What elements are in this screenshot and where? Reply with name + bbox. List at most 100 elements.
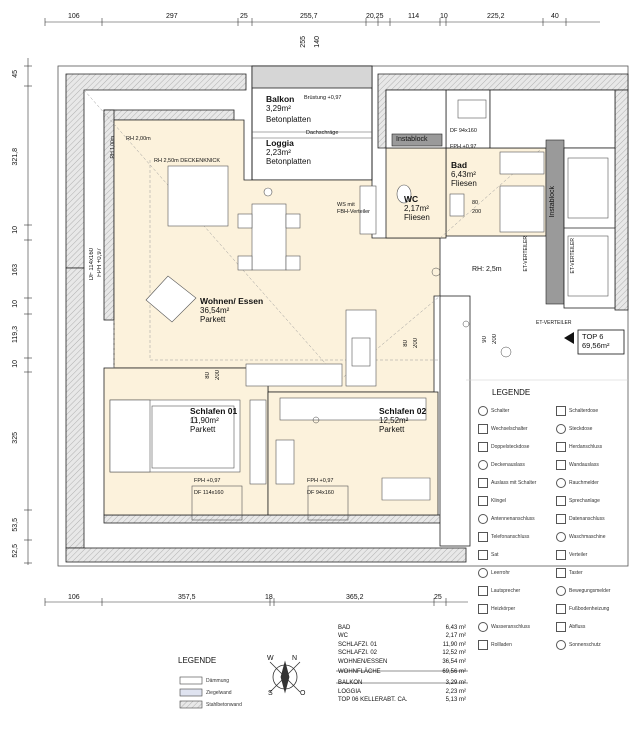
room-area: 36,54m² bbox=[200, 306, 230, 315]
legend-symbol-icon bbox=[556, 550, 566, 560]
legend-symbol-label: Lautsprecher bbox=[491, 588, 521, 594]
legend-symbol-label: Wasseranschluss bbox=[491, 624, 530, 630]
legend-symbol-icon bbox=[556, 586, 566, 596]
symbol-legend-item: Wandauslass bbox=[556, 460, 628, 470]
symbol-legend-item: Bewegungsmelder bbox=[556, 586, 628, 596]
dim-bottom-3: 18 bbox=[265, 594, 273, 601]
room-name: Schlafen 01 bbox=[190, 406, 238, 416]
symbol-legend-item: Wechselschalter bbox=[478, 424, 550, 434]
compass-w: W bbox=[267, 655, 274, 662]
legend-symbol-label: Taster bbox=[569, 570, 583, 576]
walls bbox=[65, 73, 629, 563]
legend-symbol-icon bbox=[478, 550, 488, 560]
legend-symbol-icon bbox=[556, 424, 566, 434]
top-label-name: TOP 6 bbox=[582, 332, 604, 341]
dim-top-7: 10 bbox=[440, 13, 448, 20]
top-label: TOP 6 69,56m² bbox=[582, 332, 610, 350]
room-floor: Betonplatten bbox=[266, 157, 311, 166]
dachschraege-label: Dachschräge bbox=[306, 130, 339, 136]
legend-symbol-label: Herdanschluss bbox=[569, 444, 603, 450]
dim-top-small-1: 255 bbox=[300, 36, 307, 48]
df-left-label: DF 114x160 bbox=[89, 248, 95, 281]
legend-symbol-label: Sprechanlage bbox=[569, 498, 600, 504]
room-floor: Parkett bbox=[200, 315, 226, 324]
compass-icon bbox=[269, 660, 301, 694]
legend-symbol-icon bbox=[556, 568, 566, 578]
door-90-entry: 90 bbox=[482, 336, 488, 343]
dim-bottom-2: 357,5 bbox=[178, 594, 196, 601]
ws-fbh-label: WS mit FBH-Verteiler bbox=[337, 202, 371, 215]
legend-symbol-icon bbox=[556, 496, 566, 506]
door-80-s1: 80 bbox=[205, 372, 211, 379]
dim-left-4: 163 bbox=[12, 264, 19, 276]
legend-symbol-label: Heizkörper bbox=[491, 606, 516, 612]
symbol-legend-item: Antennenanschluss bbox=[478, 514, 550, 524]
legend-symbol-icon bbox=[478, 532, 488, 542]
dim-top-5: 20,25 bbox=[366, 13, 384, 20]
symbol-legend-item: Abfluss bbox=[556, 622, 628, 632]
legend-symbol-icon bbox=[556, 514, 566, 524]
dim-left-5: 10 bbox=[12, 300, 19, 308]
fph-s1-label: FPH +0,97 bbox=[194, 478, 221, 484]
symbol-legend-item: Auslass mit Schalter bbox=[478, 478, 550, 488]
legend-symbol-label: Antennenanschluss bbox=[491, 516, 535, 522]
legend-symbol-icon bbox=[478, 424, 488, 434]
area-row-label: BALKON bbox=[338, 680, 363, 687]
room-floor: Fliesen bbox=[404, 213, 430, 222]
room-area: 3,29m² bbox=[266, 104, 291, 113]
fph-s2-label: FPH +0,97 bbox=[307, 478, 334, 484]
legend-symbol-icon bbox=[478, 406, 488, 416]
room-floor: Fliesen bbox=[451, 179, 477, 188]
top-label-area: 69,56m² bbox=[582, 341, 610, 350]
legend-symbol-icon bbox=[478, 478, 488, 488]
area-row-value: 5,13 m² bbox=[445, 697, 466, 704]
dim-left-1: 45 bbox=[12, 70, 19, 78]
area-row-label: SCHLAFZI. 01 bbox=[338, 641, 378, 648]
area-row-value: 69,56 m² bbox=[442, 669, 466, 676]
legend-symbol-icon bbox=[478, 568, 488, 578]
main-legend-title: LEGENDE bbox=[178, 656, 217, 665]
rh-200-label: RH 2,00m bbox=[126, 136, 151, 142]
instablock-side-label: Instablock bbox=[549, 186, 556, 218]
dim-top-2: 297 bbox=[166, 13, 178, 20]
dim-bottom-5: 25 bbox=[434, 594, 442, 601]
legend-symbol-label: Waschmaschine bbox=[569, 534, 606, 540]
legend-symbol-label: Abfluss bbox=[569, 624, 586, 630]
symbol-legend-item: Verteiler bbox=[556, 550, 628, 560]
symbol-legend-item: Doppelsteckdose bbox=[478, 442, 550, 452]
symbol-legend-item: Fußbodenheizung bbox=[556, 604, 628, 614]
fph-left-label: FPH +0,97 bbox=[97, 248, 103, 277]
legend-symbol-icon bbox=[556, 622, 566, 632]
legend-symbol-label: Datenanschluss bbox=[569, 516, 605, 522]
legend-symbol-label: Doppelsteckdose bbox=[491, 444, 530, 450]
rh-25-label: RH: 2,5m bbox=[472, 266, 502, 273]
symbol-legend-item: Schalterdose bbox=[556, 406, 628, 416]
dim-left-10: 52,5 bbox=[12, 544, 19, 558]
symbol-legend-item: Leerrohr bbox=[478, 568, 550, 578]
area-row-label: WC bbox=[338, 633, 348, 640]
dim-top-small-2: 140 bbox=[314, 36, 321, 48]
symbol-legend-item: Herdanschluss bbox=[556, 442, 628, 452]
door-80-s2: 80 bbox=[403, 340, 409, 347]
room-name: Bad bbox=[451, 160, 468, 170]
legend-symbol-label: Steckdose bbox=[569, 426, 593, 432]
legend-symbol-label: Rauchmelder bbox=[569, 480, 599, 486]
legend-symbol-icon bbox=[478, 622, 488, 632]
legend-symbol-icon bbox=[478, 514, 488, 524]
area-row-label: LOGGIA bbox=[338, 688, 362, 695]
room-floor: Betonplatten bbox=[266, 115, 311, 124]
top-dimension-line bbox=[44, 18, 600, 26]
rh-left-label: RH 1,00m bbox=[110, 136, 116, 159]
door-200-s1: 200 bbox=[215, 370, 221, 381]
legend-symbol-icon bbox=[556, 406, 566, 416]
room-schlafen-01: Schlafen 01 11,90m² Parkett bbox=[190, 406, 237, 434]
symbol-legend-item: Schalter bbox=[478, 406, 550, 416]
legend-symbol-label: Fußbodenheizung bbox=[569, 606, 610, 612]
legend-symbol-label: Sat bbox=[491, 552, 499, 558]
legend-symbol-icon bbox=[478, 460, 488, 470]
legend-symbol-label: Deckenauslass bbox=[491, 462, 525, 468]
room-wc: WC 2,17m² Fliesen bbox=[404, 194, 430, 222]
